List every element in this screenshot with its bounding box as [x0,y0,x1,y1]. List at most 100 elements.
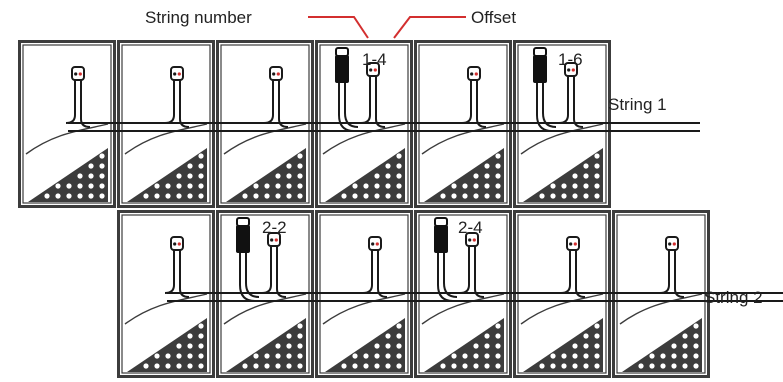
panel-lead-1-1 [65,80,76,124]
panel-lead-2-3 [362,250,373,294]
panel-cell-dot [462,353,468,359]
panel-cell-dot [363,363,369,369]
panel-peel-curve [223,293,307,325]
panel-lead-1-5 [476,80,487,128]
optimizer-2-2 [236,217,250,253]
panel-cell-dot [594,323,600,329]
panel-cell-dot [484,173,490,179]
panel-cell-dot [451,363,457,369]
panel-cell-dot [176,183,182,189]
panel-cells [523,318,603,372]
panel-cell-dot [198,333,204,339]
panel-cell-dot [484,193,490,199]
panel-cell-dot [55,183,61,189]
panel-cell-dot [198,183,204,189]
panel-cell-dot [594,183,600,189]
panel-lead-1-4 [375,76,386,128]
panel-cell-dot [264,363,270,369]
junction-box-2-6 [665,236,679,251]
panel-cell-dot [572,183,578,189]
panel-cell-dot [88,163,94,169]
panel-cell-dot [242,363,248,369]
panel-cell-dot [286,343,292,349]
panel-cell-dot [539,193,545,199]
panel-peel-curve [124,293,208,325]
panel-cell-dot [286,183,292,189]
junction-box-body [71,66,85,81]
panel-cells [622,318,702,372]
panel-cell-dot [462,183,468,189]
panel-cell-dot [297,153,303,159]
panel-cell-dot [660,363,666,369]
panel-cell-dot [374,183,380,189]
panel-cell-dot [297,353,303,359]
panel-cell-dot [99,193,105,199]
panel-cell-dot [374,353,380,359]
optimizer-label-2-2: 2-2 [262,218,287,237]
panel-cell-dot [638,363,644,369]
panel-cell-dot [176,353,182,359]
panel-cell-dot [176,363,182,369]
panel-cell-dot [275,343,281,349]
panel-lead-1-5 [461,80,472,124]
panel-cell-dot [396,353,402,359]
panel-lead-1-1 [80,80,91,128]
junction-box-2-1 [170,236,184,251]
optimizer-label-1-4: 1-4 [362,50,387,69]
panel-cell-dot [154,363,160,369]
panel-cell-dot [341,363,347,369]
optimizer-lead [344,83,359,128]
panel-cell-dot [374,343,380,349]
offset-leader-line [393,16,466,39]
junction-box-terminal [573,242,577,246]
panel-cell-dot [198,153,204,159]
panel-cell-dot [165,353,171,359]
panel-cell-dot [143,363,149,369]
panel-cell-dot [671,353,677,359]
panel-cell-dot [187,193,193,199]
junction-box-terminal [78,72,82,76]
panel-peel-curve [421,123,505,155]
panel-cell-dot [154,353,160,359]
panel-cell-dot [363,193,369,199]
panel-cell-dot [396,173,402,179]
panel-cell-dot [693,363,699,369]
panel-cell-dot [396,163,402,169]
panel-cell-dot [297,173,303,179]
panel-cells [424,148,504,202]
panel-lead-2-5 [575,250,586,298]
panel-cell-dot [99,183,105,189]
junction-box-terminal [375,242,379,246]
panel-cell-dot [286,173,292,179]
panel-cell-dot [297,183,303,189]
panel-cell-dot [165,193,171,199]
panel-cell-dot [495,173,501,179]
panel-cell-dot [561,183,567,189]
optimizer-cap [236,217,250,227]
panel-cell-dot [363,183,369,189]
panel-cell-dot [352,183,358,189]
panel-lead-1-2 [164,80,175,124]
junction-box-body [465,232,479,247]
panel-cell-dot [583,363,589,369]
optimizer-label-1-6: 1-6 [558,50,583,69]
junction-box-body [368,236,382,251]
panel-cell-dot [484,183,490,189]
panel-cell-dot [165,183,171,189]
panel-lead-2-6 [674,250,685,298]
panel-cell-dot [66,193,72,199]
panel-cell-dot [187,353,193,359]
panel-cell-dot [275,353,281,359]
panel-cell-dot [253,353,259,359]
panel-cell-dot [275,363,281,369]
junction-box-terminal [173,242,177,246]
panel-lead-2-5 [560,250,571,294]
panel-cell-dot [594,363,600,369]
panel-cell-dot [572,343,578,349]
panel-cell-dot [583,183,589,189]
panel-cell-dot [693,323,699,329]
panel-cell-dot [187,333,193,339]
junction-box-body [665,236,679,251]
optimizer-lead [536,83,553,132]
panel-cell-dot [253,193,259,199]
